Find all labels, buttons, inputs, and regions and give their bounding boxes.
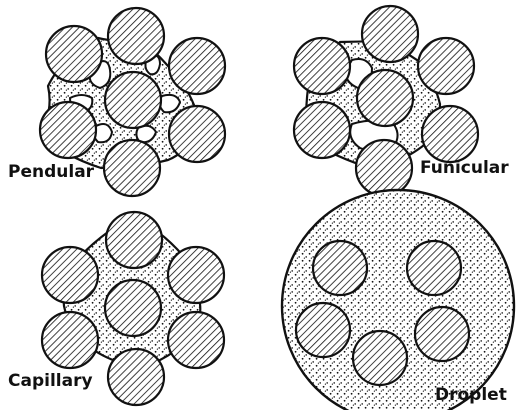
solid-grain <box>357 70 413 126</box>
solid-grain <box>108 349 164 405</box>
solid-grain <box>169 106 225 162</box>
solid-grain <box>353 331 407 385</box>
solid-grain <box>105 280 161 336</box>
pendular-label: Pendular <box>8 164 94 181</box>
solid-grain <box>313 241 367 295</box>
solid-grain <box>168 247 224 303</box>
solid-grain <box>106 212 162 268</box>
solid-grain <box>415 307 469 361</box>
funicular-label: Funicular <box>420 160 509 177</box>
solid-grain <box>422 106 478 162</box>
solid-grain <box>407 241 461 295</box>
solid-grain <box>105 72 161 128</box>
solid-grain <box>296 303 350 357</box>
solid-grain <box>356 140 412 196</box>
solid-grain <box>169 38 225 94</box>
solid-grain <box>294 102 350 158</box>
solid-grain <box>362 6 418 62</box>
solid-grain <box>46 26 102 82</box>
solid-grain <box>40 102 96 158</box>
solid-grain <box>42 247 98 303</box>
droplet-label: Droplet <box>435 387 507 404</box>
solid-grain <box>108 8 164 64</box>
solid-grain <box>42 312 98 368</box>
solid-grain <box>294 38 350 94</box>
droplet-diagram <box>282 190 514 410</box>
solid-grain <box>418 38 474 94</box>
solid-grain <box>104 140 160 196</box>
solid-grain <box>168 312 224 368</box>
capillary-label: Capillary <box>8 373 93 390</box>
